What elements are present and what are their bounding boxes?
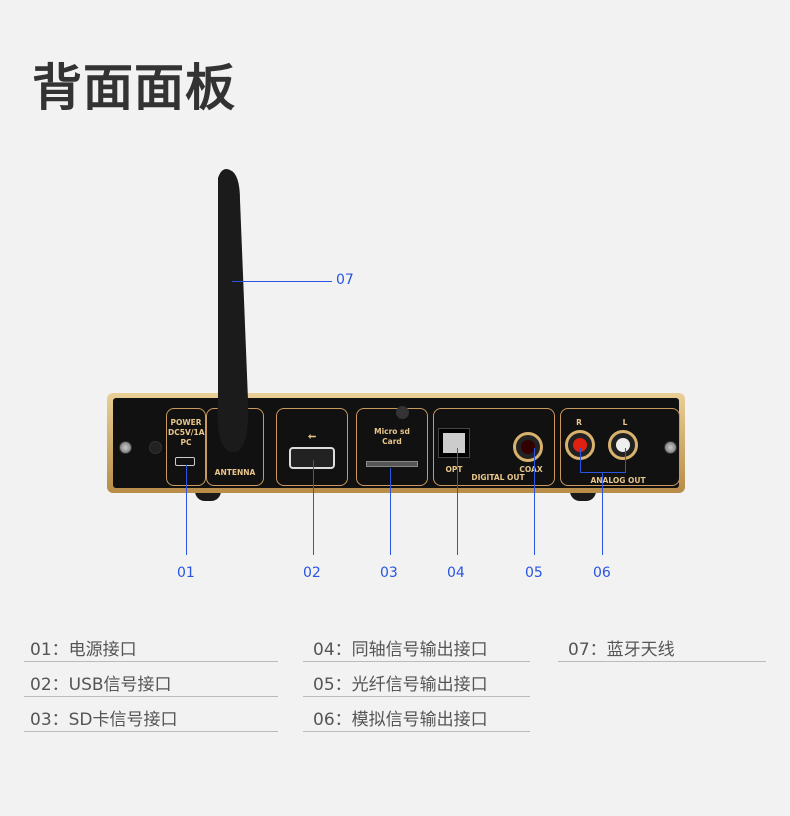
mini-usb-port[interactable] (175, 457, 195, 466)
callout-03: 03 (380, 565, 398, 581)
opt-label: OPT (445, 465, 463, 474)
callout-06: 06 (593, 565, 611, 581)
callout-04: 04 (447, 565, 465, 581)
callout-07: 07 (336, 272, 354, 288)
legend-item: 03：SD卡信号接口 (24, 705, 278, 732)
power-label: POWER (170, 418, 202, 427)
callout-line-05 (534, 448, 535, 555)
micro-sd-label: Micro sd (374, 427, 410, 436)
screw-icon (664, 441, 677, 454)
callout-bracket-06 (580, 472, 626, 473)
screw-icon (119, 441, 132, 454)
dc-label: DC5V/1A (168, 428, 205, 437)
usb-icon: ⭠ (308, 431, 316, 442)
analog-r-jack[interactable] (565, 430, 595, 460)
analog-out-section (560, 408, 680, 486)
page-title: 背面面板 (32, 59, 236, 117)
antenna-label: ANTENNA (214, 468, 256, 477)
analog-l-jack[interactable] (608, 430, 638, 460)
coax-label: COAX (519, 465, 543, 474)
callout-line-04 (457, 448, 458, 555)
callout-bracket-06 (580, 448, 581, 472)
callout-bracket-06 (625, 448, 626, 472)
callout-line-07 (232, 281, 332, 282)
coax-jack[interactable] (513, 432, 543, 462)
screw-icon (149, 441, 162, 454)
legend-item: 05：光纤信号输出接口 (303, 670, 530, 697)
l-label: L (622, 418, 628, 427)
sd-section (356, 408, 428, 486)
digital-out-section (433, 408, 555, 486)
optical-port[interactable] (438, 428, 470, 458)
callout-line-03 (390, 468, 391, 555)
r-label: R (576, 418, 582, 427)
screw-icon (396, 406, 409, 419)
callout-01: 01 (177, 565, 195, 581)
pc-label: PC (180, 438, 192, 447)
usb-section (276, 408, 348, 486)
callout-02: 02 (303, 565, 321, 581)
usb-port[interactable] (289, 447, 335, 469)
legend-item: 01：电源接口 (24, 635, 278, 662)
digital-out-label: DIGITAL OUT (471, 473, 525, 482)
legend-item: 02：USB信号接口 (24, 670, 278, 697)
callout-05: 05 (525, 565, 543, 581)
sd-card-slot[interactable] (366, 461, 418, 467)
card-label: Card (382, 437, 402, 446)
legend-item: 06：模拟信号输出接口 (303, 705, 530, 732)
callout-line-02 (313, 460, 314, 555)
legend-item: 04：同轴信号输出接口 (303, 635, 530, 662)
antenna (217, 169, 249, 453)
callout-line-06 (602, 472, 603, 555)
legend-item: 07：蓝牙天线 (558, 635, 766, 662)
callout-line-01 (186, 465, 187, 555)
analog-out-label: ANALOG OUT (573, 476, 663, 485)
